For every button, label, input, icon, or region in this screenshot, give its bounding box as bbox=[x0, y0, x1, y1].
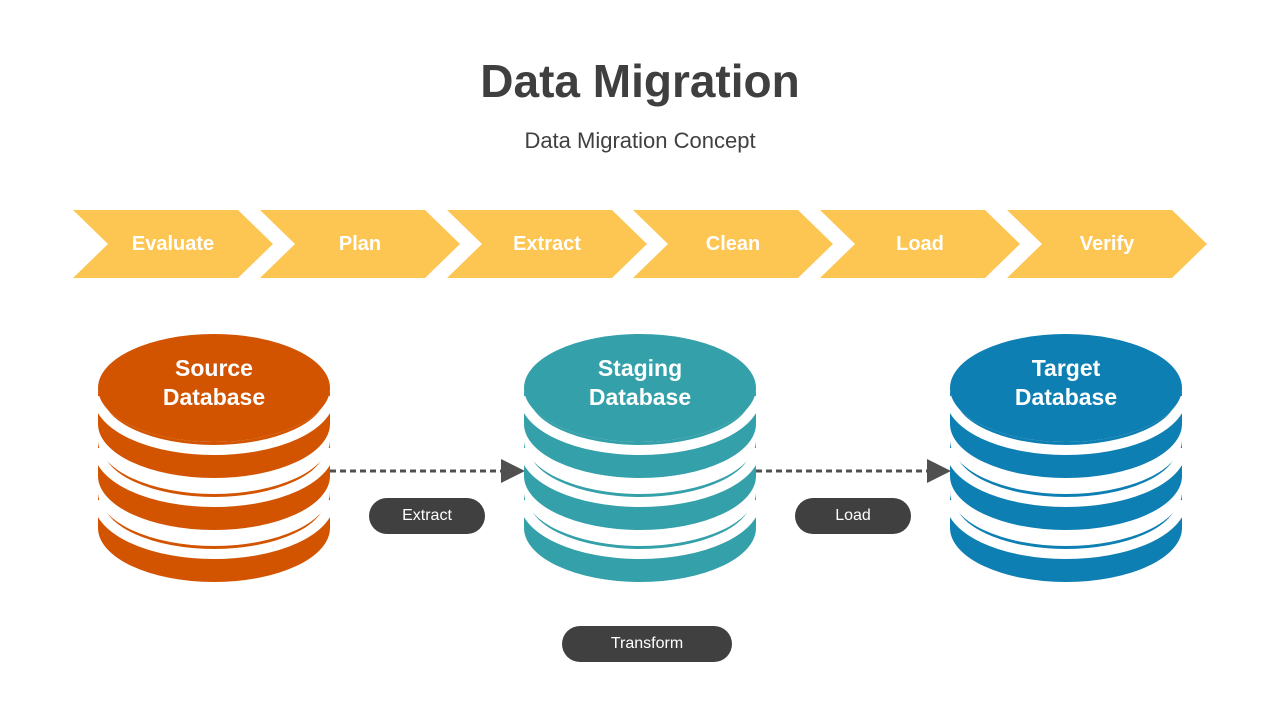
step-label: Load bbox=[896, 232, 944, 255]
db-gap bbox=[950, 447, 1182, 507]
db-gap bbox=[524, 395, 756, 455]
database-icon bbox=[524, 334, 756, 582]
db-band bbox=[524, 440, 756, 530]
target-database: Target Database bbox=[950, 334, 1182, 608]
db-label-line2: Database bbox=[588, 384, 692, 410]
step-label: Clean bbox=[705, 232, 761, 255]
source-database-label: Source Database bbox=[98, 354, 330, 412]
db-gap bbox=[98, 499, 330, 559]
db-top bbox=[950, 334, 1182, 442]
db-gap bbox=[950, 395, 1182, 455]
db-label-line1: Source bbox=[175, 355, 253, 381]
step-label: Verify bbox=[1079, 232, 1135, 255]
db-band bbox=[950, 440, 1182, 530]
page-title: Data Migration bbox=[480, 55, 800, 107]
db-label-line2: Database bbox=[162, 384, 266, 410]
step-label: Plan bbox=[338, 232, 382, 255]
transform-pill: Transform bbox=[562, 626, 732, 662]
extract-pill: Extract bbox=[369, 498, 485, 534]
db-gap bbox=[98, 395, 330, 455]
load-pill: Load bbox=[795, 498, 911, 534]
db-band bbox=[98, 492, 330, 582]
database-icon bbox=[950, 334, 1182, 582]
db-band bbox=[98, 440, 330, 530]
db-gap bbox=[524, 499, 756, 559]
db-label-line1: Staging bbox=[597, 355, 683, 381]
db-band bbox=[950, 492, 1182, 582]
db-top bbox=[98, 334, 330, 442]
db-label-line2: Database bbox=[1014, 384, 1118, 410]
db-band bbox=[524, 492, 756, 582]
target-database-label: Target Database bbox=[950, 354, 1182, 412]
staging-database: Staging Database bbox=[524, 334, 756, 608]
db-gap bbox=[950, 499, 1182, 559]
db-band bbox=[524, 388, 756, 478]
staging-database-label: Staging Database bbox=[524, 354, 756, 412]
db-gap bbox=[524, 447, 756, 507]
database-icon bbox=[98, 334, 330, 582]
db-band bbox=[98, 388, 330, 478]
db-top bbox=[524, 334, 756, 442]
source-database: Source Database bbox=[98, 334, 330, 608]
db-band bbox=[950, 388, 1182, 478]
step-label: Extract bbox=[513, 232, 581, 255]
db-label-line1: Target bbox=[1031, 355, 1101, 381]
step-label: Evaluate bbox=[131, 232, 215, 255]
page-subtitle: Data Migration Concept bbox=[524, 128, 756, 153]
db-gap bbox=[98, 447, 330, 507]
